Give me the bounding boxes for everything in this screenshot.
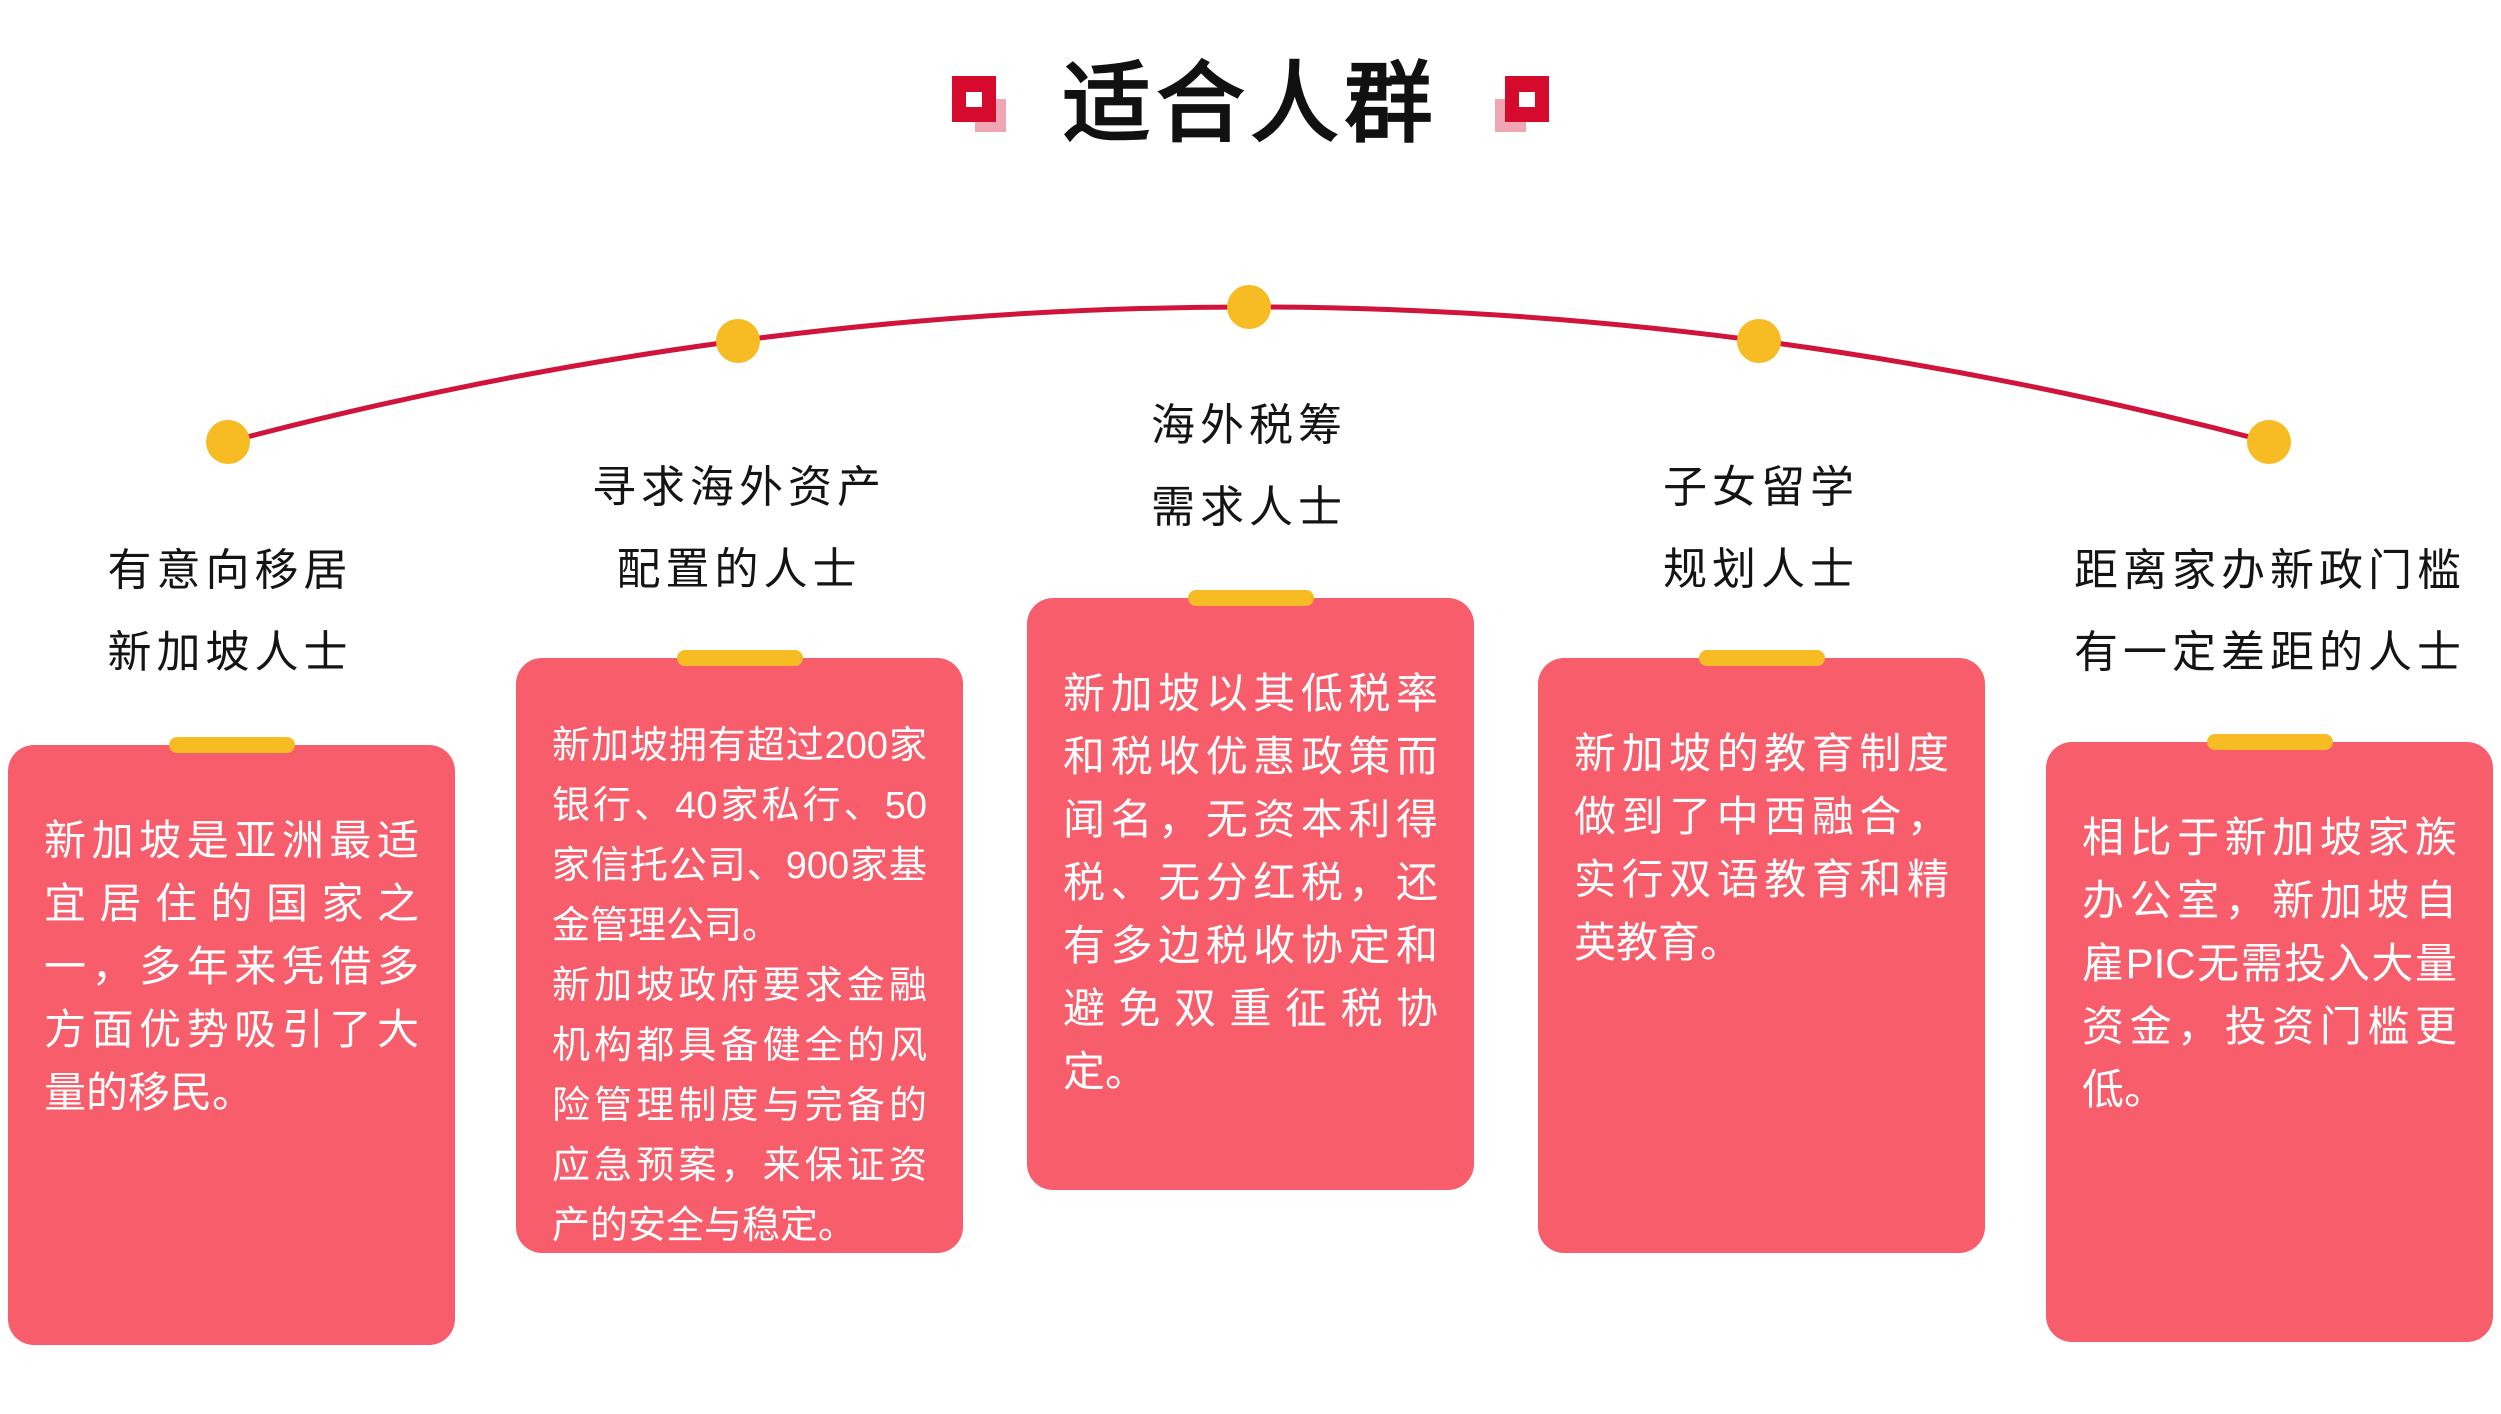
group-card: 新加坡的教育制度做到了中西融合，实行双语教育和精英教育。: [1538, 650, 1985, 1253]
group-heading-line2: 需求人士: [1151, 483, 1347, 532]
card-top-tab: [676, 650, 803, 666]
card-top-tab: [168, 737, 295, 753]
group-card: 相比于新加坡家族办公室，新加坡自雇PIC无需投入大量资金，投资门槛更低。: [2046, 734, 2493, 1342]
title-row: 适合人群: [0, 34, 2501, 174]
group-heading: 寻求海外资产 配置的人士: [509, 447, 969, 611]
card-body-text: 新加坡的教育制度做到了中西融合，实行双语教育和精英教育。: [1574, 730, 1949, 966]
red-square-shape: [952, 76, 997, 122]
group-heading-line1: 子女留学: [1663, 463, 1859, 512]
group-card: 新加坡拥有超过200家银行、40家私行、50家信托公司、900家基金管理公司。 …: [516, 650, 963, 1253]
arc-node-dot-2: [716, 319, 760, 363]
group-heading: 海外税筹 需求人士: [1019, 385, 1479, 549]
page-title: 适合人群: [1062, 54, 1439, 154]
group-card: 新加坡以其低税率和税收优惠政策而闻名，无资本利得税、无分红税，还有多边税收协定和…: [1027, 590, 1474, 1190]
group-heading: 有意向移居 新加坡人士: [0, 530, 460, 694]
card-top-tab: [1698, 650, 1825, 666]
arc-node-dot-5: [2247, 420, 2291, 464]
group-card: 新加坡是亚洲最适宜居住的国家之一，多年来凭借多方面优势吸引了大量的移民。: [8, 737, 455, 1345]
arc-node-dot-1: [206, 420, 250, 464]
group-heading: 子女留学 规划人士: [1531, 447, 1991, 611]
group-heading-line1: 寻求海外资产: [592, 463, 886, 512]
group-heading-line1: 距离家办新政门槛: [2074, 546, 2466, 595]
arc-node-dot-3: [1227, 285, 1271, 329]
arc-node-dot-4: [1737, 319, 1781, 363]
card-body-text: 新加坡拥有超过200家银行、40家私行、50家信托公司、900家基金管理公司。 …: [552, 725, 927, 1247]
group-heading-line1: 有意向移居: [107, 546, 353, 595]
title-deco-left-icon: [952, 76, 1007, 132]
group-heading-line2: 有一定差距的人士: [2074, 628, 2466, 677]
card-top-tab: [2206, 734, 2333, 750]
card-body-text: 相比于新加坡家族办公室，新加坡自雇PIC无需投入大量资金，投资门槛更低。: [2082, 814, 2457, 1113]
card-body-text: 新加坡是亚洲最适宜居住的国家之一，多年来凭借多方面优势吸引了大量的移民。: [44, 817, 419, 1116]
group-heading: 距离家办新政门槛 有一定差距的人士: [2040, 530, 2500, 694]
card-top-tab: [1187, 590, 1314, 606]
group-heading-line2: 规划人士: [1663, 545, 1859, 594]
group-heading-line2: 新加坡人士: [107, 628, 353, 677]
group-heading-line2: 配置的人士: [616, 545, 862, 594]
card-body-text: 新加坡以其低税率和税收优惠政策而闻名，无资本利得税、无分红税，还有多边税收协定和…: [1063, 670, 1438, 1095]
group-heading-line1: 海外税筹: [1151, 401, 1347, 450]
